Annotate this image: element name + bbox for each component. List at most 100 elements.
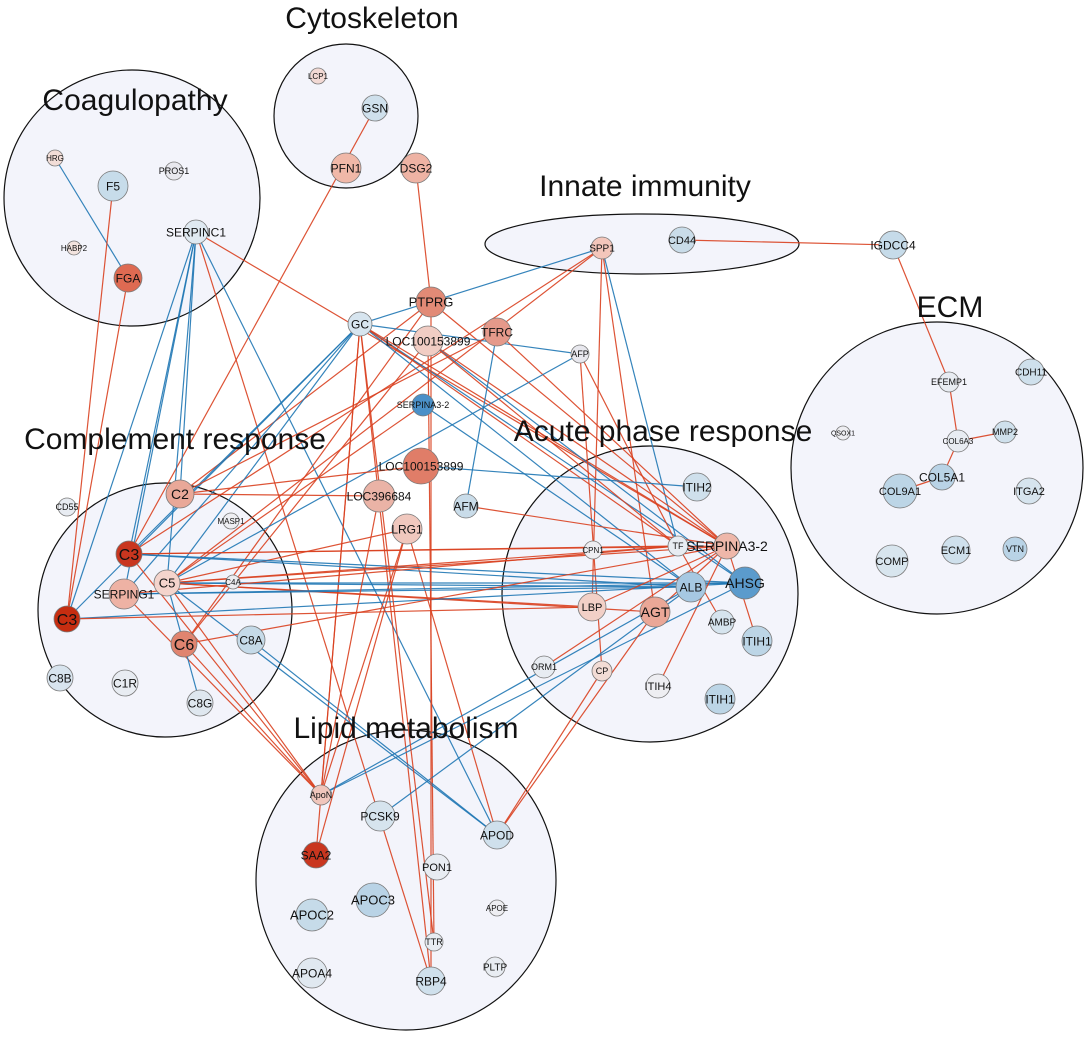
edge-ALB-ApoN xyxy=(320,586,692,796)
edge-LRG1-C5 xyxy=(166,528,408,584)
node-fga[interactable]: FGA xyxy=(113,263,143,293)
node-habp2[interactable]: HABP2 xyxy=(61,240,88,256)
node-label: C4A xyxy=(225,578,241,587)
node-apoe[interactable]: APOE xyxy=(486,899,508,917)
node-apod[interactable]: APOD xyxy=(480,820,514,850)
node-pltp[interactable]: PLTP xyxy=(483,956,508,978)
edge-DSG2-PTPRG xyxy=(415,167,432,303)
node-col5a1[interactable]: COL5A1 xyxy=(919,463,965,491)
node-ptprg[interactable]: PTPRG xyxy=(409,286,454,318)
node-c5[interactable]: C5 xyxy=(153,569,181,597)
node-serpinc1[interactable]: SERPINC1 xyxy=(166,219,226,245)
node-pcsk9[interactable]: PCSK9 xyxy=(360,800,400,832)
node-pros1[interactable]: PROS1 xyxy=(159,161,190,181)
node-label: APOE xyxy=(486,904,508,913)
node-label: LOC396684 xyxy=(347,489,412,503)
cluster-region-lipid xyxy=(255,729,557,1031)
node-circle xyxy=(183,219,209,245)
node-rbp4[interactable]: RBP4 xyxy=(415,966,447,996)
node-label: APOD xyxy=(480,828,514,842)
node-apoa4[interactable]: APOA4 xyxy=(292,957,332,989)
node-orm1[interactable]: ORM1 xyxy=(531,655,557,679)
node-loc100153899b[interactable]: LOC100153899 xyxy=(379,447,464,485)
node-afm[interactable]: AFM xyxy=(453,493,479,519)
node-mmp2[interactable]: MMP2 xyxy=(992,420,1018,444)
node-loc396684[interactable]: LOC396684 xyxy=(347,479,412,513)
node-alb[interactable]: ALB xyxy=(675,571,707,603)
node-circle xyxy=(309,67,327,85)
edge-ApoN-LOC396684 xyxy=(320,495,380,796)
node-ahsg[interactable]: AHSG xyxy=(725,566,765,600)
edge-LRG1-ApoN xyxy=(320,528,408,796)
node-cd55[interactable]: CD55 xyxy=(55,497,79,517)
node-col9a1[interactable]: COL9A1 xyxy=(879,473,921,509)
node-cdh11[interactable]: CDH11 xyxy=(1015,358,1047,386)
node-circle xyxy=(46,664,74,692)
node-igdcc4[interactable]: IGDCC4 xyxy=(870,230,916,260)
node-spp1[interactable]: SPP1 xyxy=(589,236,615,260)
node-circle xyxy=(577,592,607,622)
node-gsn[interactable]: GSN xyxy=(361,94,389,122)
node-itga2[interactable]: ITGA2 xyxy=(1013,477,1045,505)
node-serpina3-2b[interactable]: SERPINA3-2 xyxy=(686,532,768,560)
node-ttr[interactable]: TTR xyxy=(424,932,444,952)
node-vtn[interactable]: VTN xyxy=(1002,536,1028,562)
node-afp[interactable]: AFP xyxy=(570,344,590,364)
node-label: APOA4 xyxy=(292,966,332,980)
node-loc100153899a[interactable]: LOC100153899 xyxy=(386,325,471,357)
node-tf[interactable]: TF xyxy=(667,535,689,557)
node-ecm1[interactable]: ECM1 xyxy=(941,535,972,565)
node-serpina3-2a[interactable]: SERPINA3-2 xyxy=(397,393,450,417)
node-label: C2 xyxy=(171,486,189,502)
node-apoc2[interactable]: APOC2 xyxy=(290,898,334,932)
node-c3a[interactable]: C3 xyxy=(115,540,143,568)
edge-GC-TF xyxy=(359,323,679,547)
node-label: COL9A1 xyxy=(879,486,921,498)
node-c1r[interactable]: C1R xyxy=(111,669,139,697)
node-masp1[interactable]: MASP1 xyxy=(217,512,245,530)
node-c8b[interactable]: C8B xyxy=(46,664,74,692)
edge-GC-SAA2 xyxy=(315,323,361,856)
node-pfn1[interactable]: PFN1 xyxy=(330,152,362,184)
node-itih2[interactable]: ITIH2 xyxy=(682,472,712,502)
node-apon[interactable]: ApoN xyxy=(310,784,333,806)
node-apoc3[interactable]: APOC3 xyxy=(351,882,395,918)
node-cpn1[interactable]: CPN1 xyxy=(582,540,604,560)
node-lbp[interactable]: LBP xyxy=(577,592,607,622)
node-ambp[interactable]: AMBP xyxy=(708,609,737,635)
node-c8a[interactable]: C8A xyxy=(236,625,266,655)
node-saa2[interactable]: SAA2 xyxy=(301,841,332,869)
node-itih1b[interactable]: ITIH1 xyxy=(704,683,736,715)
node-c8g[interactable]: C8G xyxy=(186,689,214,717)
node-agt[interactable]: AGT xyxy=(639,596,671,628)
node-itih1a[interactable]: ITIH1 xyxy=(741,625,773,657)
node-efemp1[interactable]: EFEMP1 xyxy=(931,371,967,393)
node-tfrc[interactable]: TFRC xyxy=(481,317,513,347)
node-qsox1[interactable]: QSOX1 xyxy=(831,425,855,441)
node-lcp1[interactable]: LCP1 xyxy=(308,67,329,85)
node-lrg1[interactable]: LRG1 xyxy=(391,513,423,545)
node-c4a[interactable]: C4A xyxy=(225,574,241,590)
node-itih4[interactable]: ITIH4 xyxy=(645,673,672,699)
node-c2[interactable]: C2 xyxy=(165,479,195,509)
node-circle xyxy=(423,853,451,881)
node-label: RBP4 xyxy=(415,974,447,988)
edge-LOC100153899b-C2 xyxy=(179,465,422,495)
node-gc[interactable]: GC xyxy=(347,311,373,337)
node-hrg[interactable]: HRG xyxy=(46,149,64,167)
node-serping1[interactable]: SERPING1 xyxy=(94,578,155,610)
node-circle xyxy=(1017,358,1045,386)
node-comp[interactable]: COMP xyxy=(876,544,909,578)
edge-C3a-SERPINA3-2b xyxy=(128,545,728,555)
edge-C6-SERPINA3-2b xyxy=(183,545,728,645)
node-pon1[interactable]: PON1 xyxy=(422,853,452,881)
node-cp[interactable]: CP xyxy=(591,660,613,682)
edge-C5-ALB xyxy=(166,582,692,588)
node-c3b[interactable]: C3 xyxy=(53,605,81,633)
node-c6[interactable]: C6 xyxy=(170,630,198,658)
node-cd44[interactable]: CD44 xyxy=(668,226,696,254)
node-dsg2[interactable]: DSG2 xyxy=(400,152,433,184)
node-col6a3[interactable]: COL6A3 xyxy=(943,429,974,453)
node-f5[interactable]: F5 xyxy=(97,170,129,202)
